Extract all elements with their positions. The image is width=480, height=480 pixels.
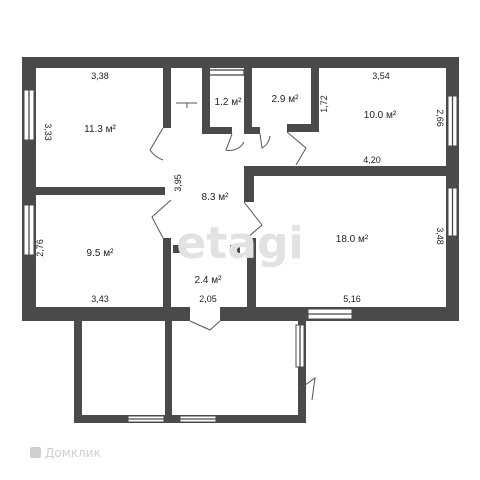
room-area-label: 11.3 м² [84, 124, 116, 135]
room-area-label: 2.4 м² [195, 275, 223, 286]
dimension-label: 3,54 [372, 71, 390, 81]
room-area-label: 9.5 м² [87, 248, 115, 259]
watermark-logo: etagi [176, 218, 303, 269]
room-area-label: 18.0 м² [336, 234, 369, 245]
dimension-label: 2,05 [199, 294, 217, 304]
watermark: etagi Домклик [30, 218, 304, 460]
dimension-label: 3,95 [173, 174, 183, 192]
doors [149, 102, 316, 401]
watermark-secondary: Домклик [45, 446, 101, 460]
dimension-label: 1,72 [319, 95, 329, 113]
room-area-label: 10.0 м² [364, 110, 397, 121]
dimension-labels: 3,38 3,33 3,54 1,72 2,66 4,20 3,95 2,76 … [35, 71, 445, 304]
dimension-label: 2,76 [35, 239, 45, 257]
dimension-label: 5,16 [343, 294, 361, 304]
room-labels: 11.3 м² 1.2 м² 2.9 м² 10.0 м² 8.3 м² 9.5… [84, 94, 397, 286]
dimension-label: 3,38 [91, 71, 109, 81]
domclick-icon [30, 447, 41, 458]
dimension-label: 3,43 [91, 294, 109, 304]
dimension-label: 3,48 [435, 227, 445, 245]
room-area-label: 1.2 м² [215, 97, 243, 108]
thin-lines [208, 69, 245, 76]
dimension-label: 4,20 [363, 155, 381, 165]
windows [23, 89, 458, 423]
room-area-label: 8.3 м² [202, 192, 230, 203]
dimension-label: 2,66 [435, 109, 445, 127]
room-area-label: 2.9 м² [272, 94, 300, 105]
dimension-label: 3,33 [43, 123, 53, 141]
